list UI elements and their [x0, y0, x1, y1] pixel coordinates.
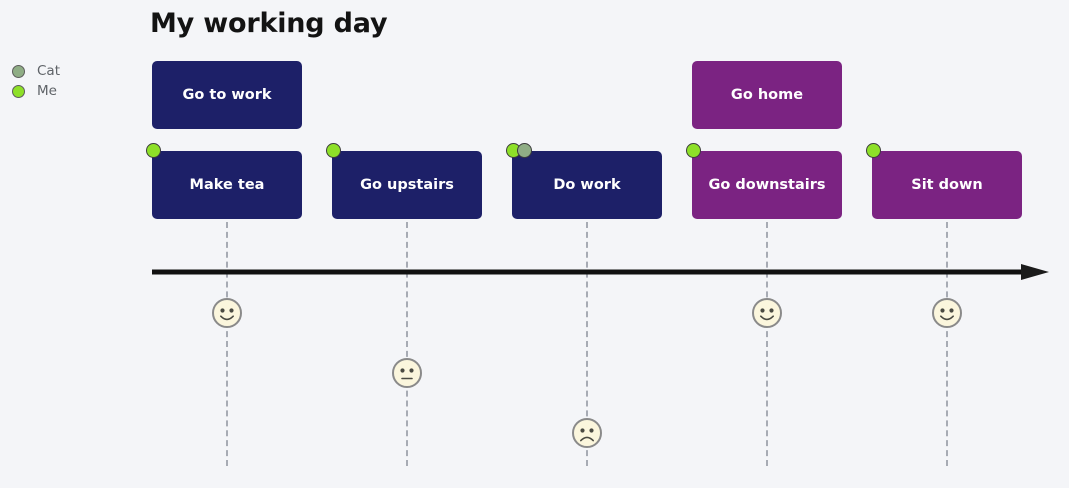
legend-label: Me	[37, 82, 57, 99]
legend-swatch-me-icon	[12, 85, 25, 98]
task-box[interactable]: Go upstairs	[326, 143, 482, 219]
owner-dot-me-icon	[686, 143, 701, 158]
legend-item-me[interactable]: Me	[12, 82, 122, 101]
tick-line	[946, 222, 948, 466]
mood-face-neutral-icon	[392, 358, 422, 388]
timeline-axis-arrow	[152, 264, 1049, 280]
task-label: Make tea	[189, 176, 265, 193]
owner-dot-cat-icon	[517, 143, 532, 158]
legend-swatch-cat-icon	[12, 65, 25, 78]
mood-face-happy-icon	[212, 298, 242, 328]
task-label: Go to work	[182, 86, 272, 103]
mood-face-happy-icon	[932, 298, 962, 328]
task-label: Do work	[553, 176, 621, 193]
task-label: Go upstairs	[360, 176, 454, 193]
page-title: My working day	[150, 8, 388, 39]
owner-dots	[686, 143, 701, 158]
tick-line	[226, 222, 228, 466]
tick-line	[766, 222, 768, 466]
owner-dots	[146, 143, 161, 158]
owner-dots	[866, 143, 881, 158]
tick-line	[406, 222, 408, 466]
mood-face-happy-icon	[752, 298, 782, 328]
tick-line	[586, 222, 588, 466]
owner-dot-me-icon	[146, 143, 161, 158]
task-label: Go home	[730, 86, 804, 103]
owner-dot-me-icon	[326, 143, 341, 158]
owner-dot-me-icon	[866, 143, 881, 158]
task-label: Go downstairs	[708, 176, 826, 193]
task-box[interactable]: Do work	[506, 143, 662, 219]
task-box[interactable]: Make tea	[146, 143, 302, 219]
owner-dots	[326, 143, 341, 158]
legend-item-cat[interactable]: Cat	[12, 62, 122, 81]
task-box[interactable]: Go to work	[152, 61, 302, 129]
legend-label: Cat	[37, 62, 60, 79]
mood-face-sad-icon	[572, 418, 602, 448]
owner-dots	[506, 143, 532, 158]
task-box[interactable]: Go downstairs	[686, 143, 842, 219]
task-label: Sit down	[911, 176, 983, 193]
task-box[interactable]: Sit down	[866, 143, 1022, 219]
task-box[interactable]: Go home	[692, 61, 842, 129]
